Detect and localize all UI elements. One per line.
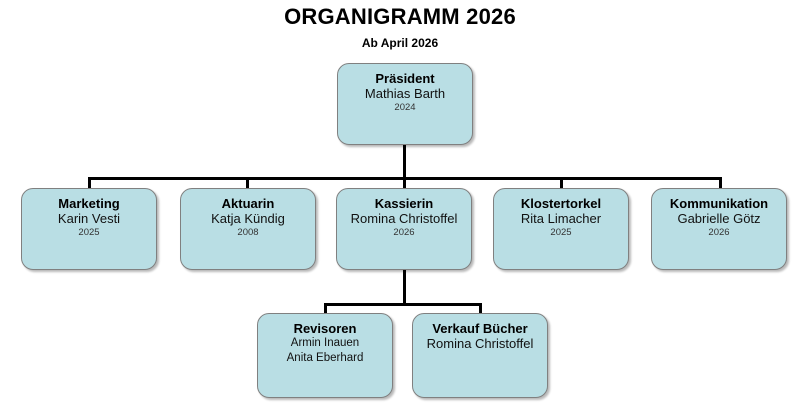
page-title: ORGANIGRAMM 2026 <box>284 4 516 29</box>
org-node-year: 2024 <box>394 102 416 113</box>
org-node-person: Karin Vesti <box>57 211 121 226</box>
connector-drop-kommunikation <box>719 177 722 189</box>
connector-drop-aktuarin <box>246 177 249 189</box>
page-subtitle: Ab April 2026 <box>361 36 439 50</box>
org-node-verkauf-buecher[interactable]: Verkauf Bücher Romina Christoffel <box>412 313 548 398</box>
org-node-person: Rita Limacher <box>520 211 602 226</box>
org-node-kassierin[interactable]: Kassierin Romina Christoffel 2026 <box>336 188 472 270</box>
org-node-role: Verkauf Bücher <box>432 321 528 336</box>
org-node-role: Marketing <box>58 196 120 211</box>
org-node-role: Revisoren <box>293 321 357 336</box>
connector-drop-marketing <box>88 177 91 189</box>
org-node-praesident[interactable]: Präsident Mathias Barth 2024 <box>337 63 473 145</box>
connector-drop-revisoren <box>324 303 327 315</box>
org-node-role: Aktuarin <box>221 196 275 211</box>
org-node-person-secondary: Anita Eberhard <box>286 352 364 364</box>
connector-drop-kassierin <box>403 177 406 189</box>
org-node-role: Klostertorkel <box>520 196 602 211</box>
org-node-person: Katja Kündig <box>211 211 285 226</box>
connector-level2-bus <box>324 303 482 306</box>
org-node-role: Kommunikation <box>669 196 769 211</box>
org-node-person: Gabrielle Götz <box>677 211 761 226</box>
org-node-marketing[interactable]: Marketing Karin Vesti 2025 <box>21 188 157 270</box>
connector-drop-verkauf-buecher <box>479 303 482 315</box>
org-node-role: Präsident <box>375 71 435 86</box>
org-node-aktuarin[interactable]: Aktuarin Katja Kündig 2008 <box>180 188 316 270</box>
org-node-role: Kassierin <box>374 196 434 211</box>
org-node-year: 2008 <box>237 227 259 238</box>
org-node-person: Mathias Barth <box>364 86 446 101</box>
org-node-year: 2026 <box>708 227 730 238</box>
org-node-revisoren[interactable]: Revisoren Armin Inauen Anita Eberhard <box>257 313 393 398</box>
connector-drop-klostertorkel <box>560 177 563 189</box>
org-node-person: Romina Christoffel <box>350 211 458 226</box>
org-node-klostertorkel[interactable]: Klostertorkel Rita Limacher 2025 <box>493 188 629 270</box>
org-node-year: 2026 <box>393 227 415 238</box>
org-node-person: Romina Christoffel <box>426 336 534 351</box>
org-node-year: 2025 <box>78 227 100 238</box>
org-node-person: Armin Inauen <box>290 337 360 349</box>
org-node-kommunikation[interactable]: Kommunikation Gabrielle Götz 2026 <box>651 188 787 270</box>
org-node-year: 2025 <box>550 227 572 238</box>
connector-president-stem <box>403 145 406 179</box>
connector-kassierin-stem <box>403 270 406 306</box>
